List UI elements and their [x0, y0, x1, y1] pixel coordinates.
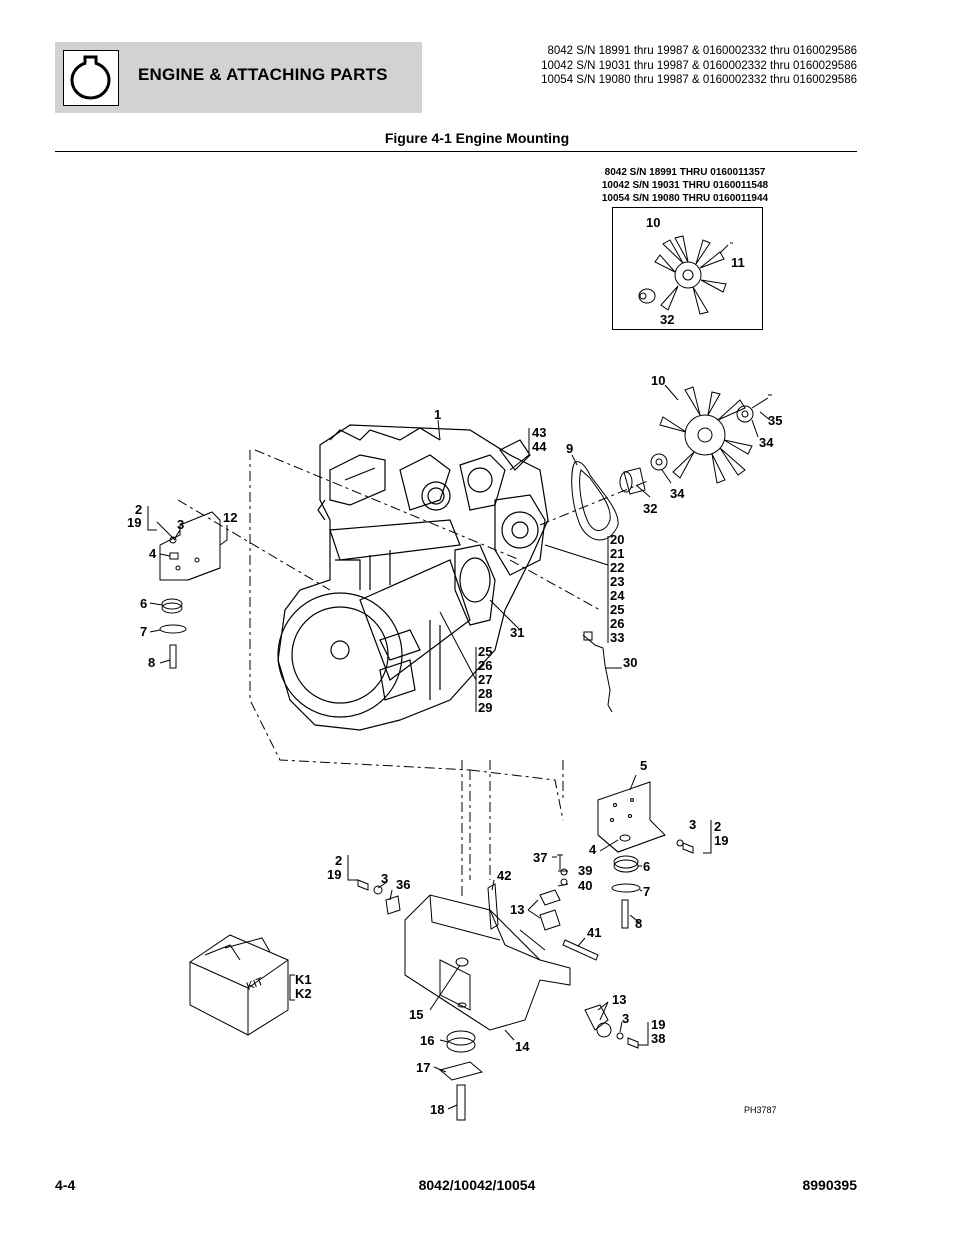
- callout-labels: 1 43 44 9 10 35 34 34 32 2 19 3 12 4 6 7…: [127, 373, 782, 1117]
- inset-callout: 32: [660, 312, 674, 327]
- callout: 29: [478, 700, 492, 715]
- callout: K1: [295, 972, 312, 987]
- callout: 40: [578, 878, 592, 893]
- drive-belt: [571, 461, 619, 541]
- callout: 34: [670, 486, 685, 501]
- callout: 43: [532, 425, 546, 440]
- callout: 37: [533, 850, 547, 865]
- callout: 17: [416, 1060, 430, 1075]
- callout: 30: [623, 655, 637, 670]
- inset-callout: 10: [646, 215, 660, 230]
- callout: 12: [223, 510, 237, 525]
- callout: 26: [478, 658, 492, 673]
- callout: K2: [295, 986, 312, 1001]
- callout: 3: [177, 517, 184, 532]
- kit-box: [189, 934, 289, 1036]
- inset-fan-drawing: [638, 235, 733, 315]
- callout: 36: [396, 877, 410, 892]
- engine-assembly: [277, 424, 549, 731]
- callout: 13: [612, 992, 626, 1007]
- serial-line: 10054 S/N 19080 thru 19987 & 0160002332 …: [541, 74, 857, 86]
- inset-callout: 11: [731, 255, 745, 270]
- callout: 20: [610, 532, 624, 547]
- inset-frame: [612, 207, 763, 330]
- callout: 38: [651, 1031, 665, 1046]
- callout: 19: [651, 1017, 665, 1032]
- callout: 7: [140, 624, 147, 639]
- sensor-part-30: [582, 631, 613, 713]
- callout: 31: [510, 625, 524, 640]
- fan-assembly: [619, 386, 772, 495]
- callout: 23: [610, 574, 624, 589]
- title-rule: [55, 151, 857, 152]
- manual-part-number: 8990395: [802, 1177, 857, 1193]
- callout: 44: [532, 439, 547, 454]
- callout: 22: [610, 560, 624, 575]
- inset-title: 8042 S/N 18991 THRU 0160011357 10042 S/N…: [580, 166, 790, 205]
- callout: 25: [610, 602, 624, 617]
- inset-title-line: 10054 S/N 19080 THRU 0160011944: [601, 193, 769, 204]
- callout: 2: [335, 853, 342, 868]
- callout: 4: [149, 546, 157, 561]
- callout: 24: [610, 588, 625, 603]
- callout: 2: [714, 819, 721, 834]
- callout: 7: [643, 884, 650, 899]
- serial-line: 10042 S/N 19031 thru 19987 & 0160002332 …: [541, 59, 857, 72]
- callout: 3: [622, 1011, 629, 1026]
- inset-title-line: 10042 S/N 19031 THRU 0160011548: [601, 180, 769, 191]
- callout: 41: [587, 925, 601, 940]
- callout: 2: [135, 502, 142, 517]
- page-number: 4-4: [55, 1177, 76, 1193]
- left-mount-bracket: [156, 511, 221, 669]
- callout: 8: [635, 916, 642, 931]
- callout: 35: [768, 413, 782, 428]
- figure-title: Figure 4-1 Engine Mounting: [384, 130, 570, 146]
- callout: 6: [643, 859, 650, 874]
- assembly-guide-lines: [177, 449, 651, 900]
- callout: 10: [651, 373, 665, 388]
- drawing-code: PH3787: [744, 1105, 777, 1115]
- callout: 34: [759, 435, 774, 450]
- callout: 19: [714, 833, 728, 848]
- callout: 28: [478, 686, 492, 701]
- callout: 4: [589, 842, 597, 857]
- callout: 3: [381, 871, 388, 886]
- kit-label: KIT: [245, 976, 265, 993]
- callout: 25: [478, 644, 492, 659]
- callout: 3: [689, 817, 696, 832]
- engine-icon: [63, 50, 119, 106]
- section-title: ENGINE & ATTACHING PARTS: [138, 65, 388, 84]
- callout: 27: [478, 672, 492, 687]
- section-header: ENGINE & ATTACHING PARTS: [55, 42, 422, 113]
- callout: 21: [610, 546, 624, 561]
- serial-range-list: 8042 S/N 18991 thru 19987 & 0160002332 t…: [541, 44, 857, 88]
- serial-line: 8042 S/N 18991 thru 19987 & 0160002332 t…: [547, 45, 858, 57]
- callout: 13: [510, 902, 524, 917]
- callout: 39: [578, 863, 592, 878]
- callout: 18: [430, 1102, 444, 1117]
- callout: 33: [610, 630, 624, 645]
- callout: 15: [409, 1007, 423, 1022]
- callout: 32: [643, 501, 657, 516]
- callout: 19: [327, 867, 341, 882]
- callout: 6: [140, 596, 147, 611]
- inset-title-line: 8042 S/N 18991 THRU 0160011357: [604, 167, 766, 178]
- callout: 9: [566, 441, 573, 456]
- right-mount-bracket: [597, 781, 694, 929]
- lower-mount-bracket: [357, 854, 639, 1121]
- callout: 42: [497, 868, 511, 883]
- callout: 19: [127, 515, 141, 530]
- callout: 26: [610, 616, 624, 631]
- model-numbers: 8042/10042/10054: [418, 1177, 536, 1193]
- callout: 8: [148, 655, 155, 670]
- callout: 1: [434, 407, 441, 422]
- callout-leaders: [147, 384, 771, 1110]
- callout: 5: [640, 758, 647, 773]
- callout: 16: [420, 1033, 434, 1048]
- callout: 14: [515, 1039, 530, 1054]
